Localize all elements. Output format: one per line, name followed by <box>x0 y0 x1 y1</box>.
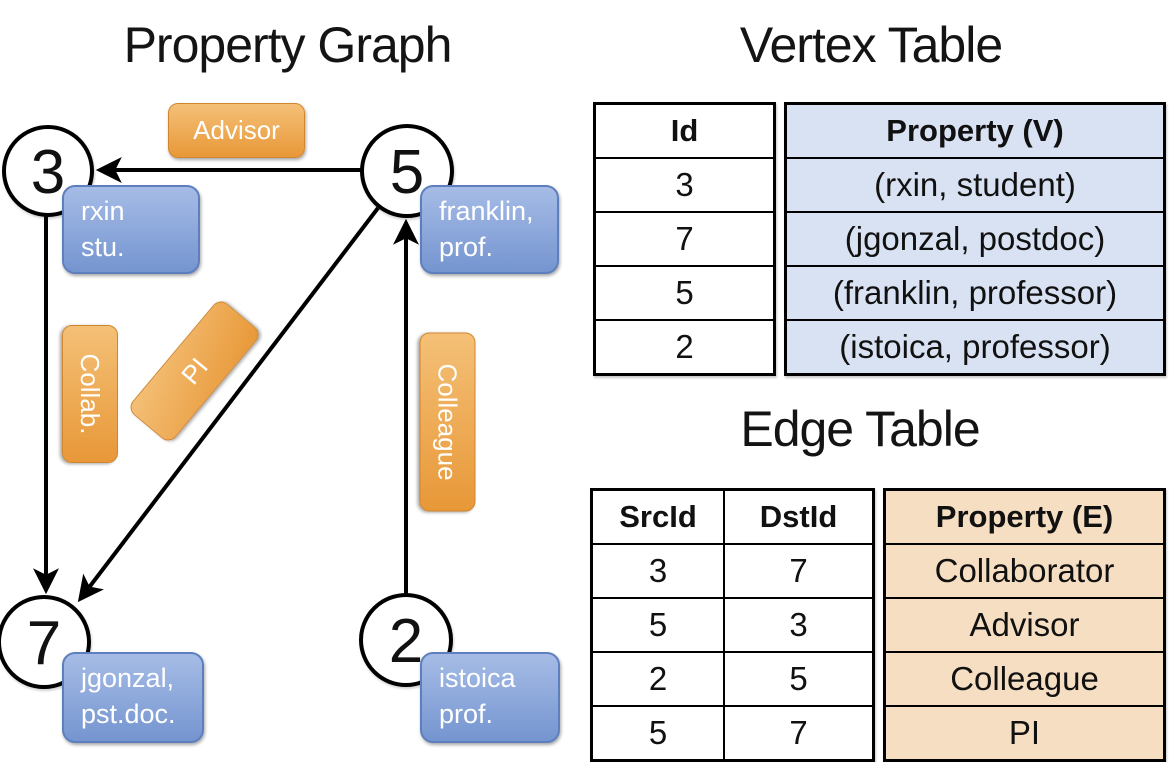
node-id-5: 5 <box>390 138 424 207</box>
node-id-7: 7 <box>27 609 61 678</box>
node-label-rxin-line2: stu. <box>81 231 125 262</box>
vertex-id-cell: 5 <box>596 265 773 319</box>
edge-table-header-dstid: DstId <box>723 491 872 543</box>
property-graph-title: Property Graph <box>123 17 453 73</box>
edge-property-cell: Collaborator <box>886 543 1163 597</box>
vertex-table-id-column: Id 3 7 5 2 <box>593 102 776 376</box>
edge-label-pi-text: PI <box>174 351 214 390</box>
vertex-table-property-column: Property (V) (rxin, student) (jgonzal, p… <box>784 102 1166 376</box>
vertex-property-cell: (rxin, student) <box>787 157 1163 211</box>
node-label-rxin-line1: rxin <box>81 196 125 226</box>
vertex-property-cell: (jgonzal, postdoc) <box>787 211 1163 265</box>
edge-property-cell: PI <box>886 705 1163 759</box>
edge-dstid-cell: 5 <box>723 651 872 705</box>
edge-dstid-cell: 7 <box>723 705 872 759</box>
node-label-istoica-line2: prof. <box>439 698 494 729</box>
edge-property-cell: Colleague <box>886 651 1163 705</box>
vertex-id-cell: 7 <box>596 211 773 265</box>
edge-srcid-cell: 5 <box>593 705 723 759</box>
vertex-id-cell: 2 <box>596 319 773 373</box>
node-label-rxin: rxin stu. <box>62 185 200 274</box>
vertex-table-header-property: Property (V) <box>886 113 1064 148</box>
vertex-table: Id 3 7 5 2 Property (V) (rxin, student) … <box>593 102 1166 376</box>
edge-label-colleague: Colleague <box>419 332 476 512</box>
edge-table-id-columns: SrcId DstId 3 7 5 3 2 5 5 7 <box>590 488 875 762</box>
edge-table-header-srcid: SrcId <box>619 499 697 534</box>
edge-label-collab-text: Collab. <box>75 353 106 435</box>
node-id-2: 2 <box>389 607 423 676</box>
vertex-table-header-id: Id <box>670 113 699 148</box>
edge-srcid-cell: 3 <box>593 543 723 597</box>
edge-srcid-cell: 5 <box>593 597 723 651</box>
node-label-franklin-line2: prof. <box>439 231 494 262</box>
edge-dstid-cell: 3 <box>723 597 872 651</box>
edge-table: SrcId DstId 3 7 5 3 2 5 5 7 Property (E)… <box>590 488 1166 762</box>
edge-table-header-property: Property (E) <box>935 499 1114 534</box>
node-label-franklin: franklin, prof. <box>420 185 559 274</box>
vertex-id-cell: 3 <box>596 157 773 211</box>
edge-srcid-cell: 2 <box>593 651 723 705</box>
vertex-property-cell: (franklin, professor) <box>787 265 1163 319</box>
vertex-table-title: Vertex Table <box>739 17 1003 73</box>
edge-property-cell: Advisor <box>886 597 1163 651</box>
edge-arrow-5-to-7 <box>77 206 380 603</box>
vertex-property-cell: (istoica, professor) <box>787 319 1163 373</box>
property-graph-canvas: 3 5 7 2 <box>0 124 454 689</box>
edge-label-collab: Collab. <box>62 325 118 463</box>
node-label-istoica-line1: istoica <box>439 663 516 693</box>
node-label-jgonzal-line1: jgonzal, <box>81 663 175 693</box>
edge-table-title: Edge Table <box>740 401 980 457</box>
node-id-3: 3 <box>31 138 65 207</box>
edge-dstid-cell: 7 <box>723 543 872 597</box>
edge-label-colleague-text: Colleague <box>433 363 463 481</box>
edge-table-property-column: Property (E) Collaborator Advisor Collea… <box>883 488 1166 762</box>
edge-label-advisor: Advisor <box>168 103 305 158</box>
node-label-jgonzal: jgonzal, pst.doc. <box>62 652 204 743</box>
node-label-franklin-line1: franklin, <box>439 196 534 226</box>
node-label-jgonzal-line2: pst.doc. <box>81 698 176 729</box>
edge-label-advisor-text: Advisor <box>193 115 280 145</box>
node-label-istoica: istoica prof. <box>420 652 560 743</box>
